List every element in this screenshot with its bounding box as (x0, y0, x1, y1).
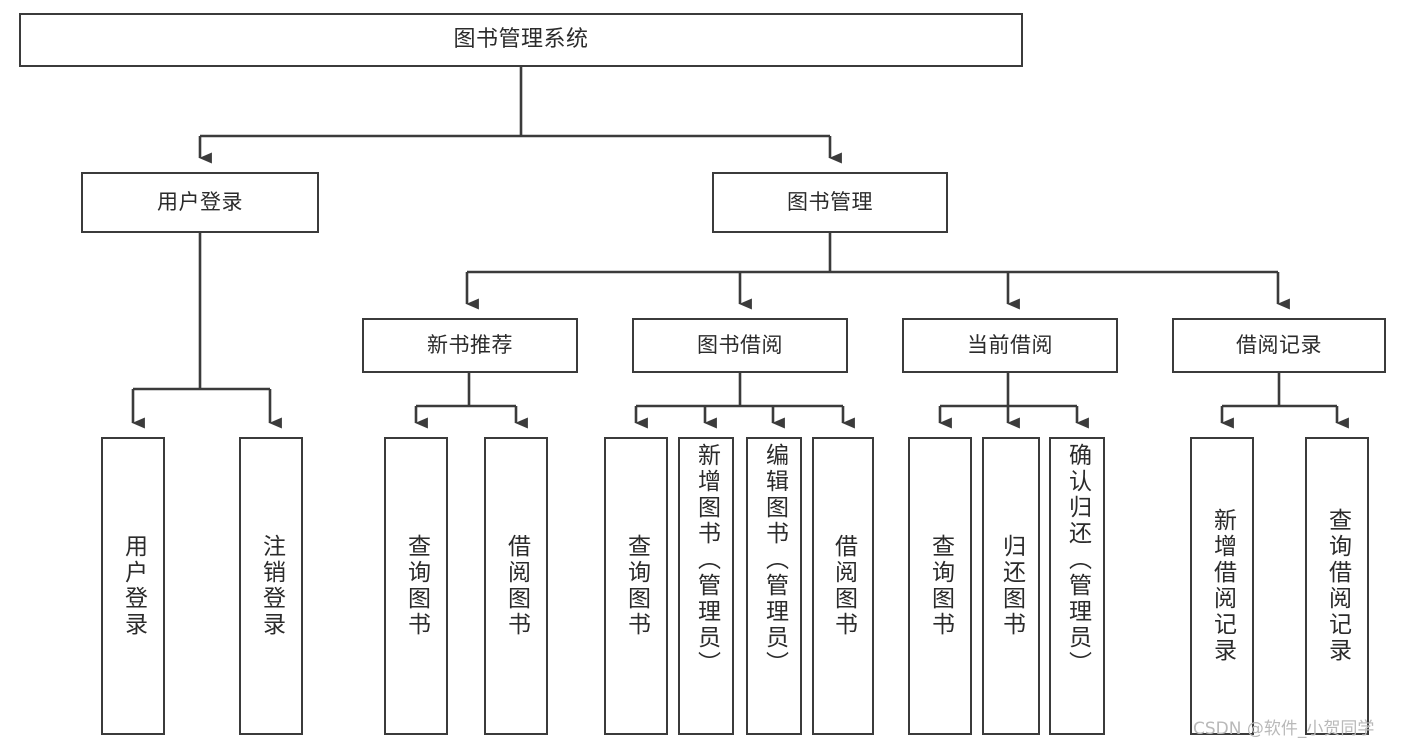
node-leaf-edit-book-admin-label: 编辑图书（管理员） (761, 443, 788, 677)
node-new-book-recommend-label: 新书推荐 (427, 333, 513, 358)
node-leaf-confirm-return-admin[interactable]: 确认归还（管理员） (1049, 437, 1105, 735)
node-leaf-add-borrow-record[interactable]: 新增借阅记录 (1190, 437, 1254, 735)
node-book-management[interactable]: 图书管理 (712, 172, 948, 233)
node-leaf-user-login[interactable]: 用户登录 (101, 437, 165, 735)
node-user-login-label: 用户登录 (157, 190, 243, 215)
node-root-label: 图书管理系统 (453, 27, 589, 53)
node-leaf-query-book-1-label: 查询图书 (403, 534, 430, 638)
node-current-borrow[interactable]: 当前借阅 (902, 318, 1118, 373)
node-book-management-label: 图书管理 (787, 190, 873, 215)
node-leaf-query-borrow-record[interactable]: 查询借阅记录 (1305, 437, 1369, 735)
node-leaf-return-book[interactable]: 归还图书 (982, 437, 1040, 735)
node-leaf-logout[interactable]: 注销登录 (239, 437, 303, 735)
node-leaf-borrow-book-2[interactable]: 借阅图书 (812, 437, 874, 735)
node-borrow-records-label: 借阅记录 (1236, 333, 1322, 358)
node-leaf-confirm-return-admin-label: 确认归还（管理员） (1064, 443, 1091, 677)
node-current-borrow-label: 当前借阅 (967, 333, 1053, 358)
node-book-borrow[interactable]: 图书借阅 (632, 318, 848, 373)
node-leaf-user-login-label: 用户登录 (120, 534, 147, 638)
node-leaf-query-book-1[interactable]: 查询图书 (384, 437, 448, 735)
node-root[interactable]: 图书管理系统 (19, 13, 1023, 67)
node-leaf-borrow-book-1-label: 借阅图书 (503, 534, 530, 638)
node-leaf-query-book-3-label: 查询图书 (927, 534, 954, 638)
csdn-watermark: CSDN @软件_小贺同学 (1193, 719, 1375, 739)
node-leaf-add-book-admin[interactable]: 新增图书（管理员） (678, 437, 734, 735)
node-book-borrow-label: 图书借阅 (697, 333, 783, 358)
node-leaf-borrow-book-1[interactable]: 借阅图书 (484, 437, 548, 735)
node-leaf-borrow-book-2-label: 借阅图书 (830, 534, 857, 638)
node-leaf-query-book-2[interactable]: 查询图书 (604, 437, 668, 735)
node-leaf-query-book-3[interactable]: 查询图书 (908, 437, 972, 735)
node-leaf-add-book-admin-label: 新增图书（管理员） (693, 443, 720, 677)
node-new-book-recommend[interactable]: 新书推荐 (362, 318, 578, 373)
node-leaf-add-borrow-record-label: 新增借阅记录 (1209, 508, 1236, 664)
node-leaf-edit-book-admin[interactable]: 编辑图书（管理员） (746, 437, 802, 735)
node-leaf-logout-label: 注销登录 (258, 534, 285, 638)
node-leaf-query-borrow-record-label: 查询借阅记录 (1324, 508, 1351, 664)
node-user-login[interactable]: 用户登录 (81, 172, 319, 233)
node-borrow-records[interactable]: 借阅记录 (1172, 318, 1386, 373)
node-leaf-return-book-label: 归还图书 (998, 534, 1025, 638)
node-leaf-query-book-2-label: 查询图书 (623, 534, 650, 638)
